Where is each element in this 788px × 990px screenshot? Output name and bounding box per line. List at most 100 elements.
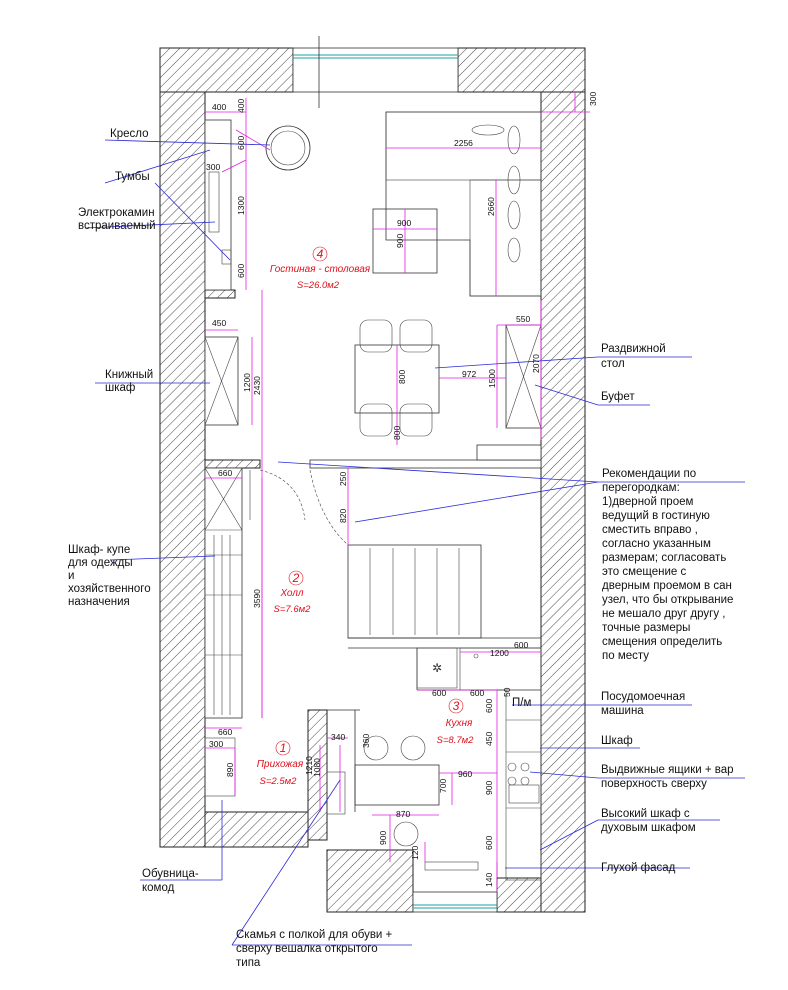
dim-label: 2660 (486, 197, 496, 216)
left-callouts: Кресло Тумбы Электрокамин встраиваемый К… (68, 128, 393, 969)
dim-label: 300 (588, 92, 598, 106)
dim-label: 660 (218, 727, 232, 737)
dim-label: 890 (225, 763, 235, 777)
label-shkaf-kupe-4: хозяйственного (68, 583, 151, 595)
label-elektrokamin-1: Электрокамин (78, 207, 155, 219)
leader-lines (84, 139, 745, 946)
dim-label: 360 (361, 734, 371, 748)
label-posudomoechnaya-1: Посудомоечная (601, 691, 685, 703)
living-furniture (204, 111, 542, 437)
room-1-name: Прихожая (257, 759, 304, 770)
rec-line-6: согласно указанным (602, 538, 711, 550)
rec-line-5: сместить вправо , (602, 524, 698, 536)
dim-label: 600 (484, 699, 494, 713)
dim-label: 600 (236, 136, 246, 150)
label-obuvnitsa-2: комод (142, 882, 175, 894)
dim-label: 400 (236, 99, 246, 113)
dim-label: 1200 (490, 648, 509, 658)
svg-text:✲: ✲ (432, 661, 442, 675)
room-1-area: S=2.5м2 (260, 776, 298, 787)
dim-label: 1080 (312, 758, 322, 777)
dimension-labels: 300 400 400 600 300 1300 600 2256 2660 9… (206, 92, 598, 887)
room-1-label: 1 Прихожая S=2.5м2 (257, 740, 304, 787)
dim-label: 870 (396, 809, 410, 819)
dim-label: 660 (218, 468, 232, 478)
rec-line-7: размерам; согласовать (602, 552, 726, 564)
label-glukhoy: Глухой фасад (601, 862, 676, 874)
dim-label: 2070 (531, 354, 541, 373)
label-knizhny-1: Книжный (105, 369, 153, 381)
dim-label: 3590 (252, 589, 262, 608)
label-skamya-3: типа (236, 957, 261, 969)
dim-label: 900 (378, 831, 388, 845)
dimension-lines (205, 92, 590, 892)
room-2-label: 2 Холл S=7.6м2 (274, 570, 312, 615)
dim-label: 900 (397, 218, 411, 228)
label-tumby: Тумбы (115, 171, 150, 183)
rec-line-11: не мешало друг другу , (602, 608, 725, 620)
dim-label: 600 (470, 688, 484, 698)
dim-label: 972 (462, 369, 476, 379)
rec-line-1: Рекомендации по (602, 468, 696, 480)
rec-line-4: ведущий в гостиную (602, 510, 710, 522)
right-callouts: Раздвижной стол Буфет Рекомендации по пе… (601, 343, 734, 874)
dim-label: 400 (212, 102, 226, 112)
top-window (292, 36, 459, 108)
rec-line-9: дверным проемом в сан (602, 580, 732, 592)
rec-line-8: это смещение с (602, 566, 686, 578)
room-4-label: 4 Гостиная - столовая S=26.0м2 (270, 246, 371, 291)
dim-label: 2256 (454, 138, 473, 148)
dim-label: 340 (331, 732, 345, 742)
hall-furniture (204, 467, 482, 719)
label-shkaf-kupe-2: для одежды (68, 557, 133, 569)
partitions (309, 444, 542, 812)
dim-label: 2430 (252, 376, 262, 395)
dim-label: 300 (206, 162, 220, 172)
dim-label: 800 (392, 426, 402, 440)
label-vysoky-1: Высокий шкаф с (601, 808, 690, 820)
dim-label: 1210 (304, 756, 314, 775)
dim-label: 1500 (487, 369, 497, 388)
label-elektrokamin-2: встраиваемый (78, 220, 156, 232)
label-obuvnitsa-1: Обувница- (142, 868, 199, 880)
pm-label: П/м (512, 697, 531, 709)
walls (159, 47, 586, 913)
rec-line-14: по месту (602, 650, 649, 662)
room-4-area: S=26.0м2 (297, 280, 340, 291)
room-3-name: Кухня (446, 718, 473, 729)
dim-label: 820 (338, 509, 348, 523)
dim-label: 600 (484, 836, 494, 850)
dim-label: 960 (458, 769, 472, 779)
dim-label: 600 (236, 264, 246, 278)
rec-line-12: точные размеры (602, 622, 690, 634)
label-vydvizhnye-1: Выдвижные ящики + вар (601, 764, 734, 776)
room-1-number: 1 (280, 741, 287, 755)
label-shkaf-kupe-3: и (68, 570, 74, 582)
dim-label: 900 (484, 781, 494, 795)
dim-label: 550 (516, 314, 530, 324)
label-razdvizhnoy-2: стол (601, 358, 625, 370)
dim-label: 1200 (242, 373, 252, 392)
label-shkaf: Шкаф (601, 735, 633, 747)
rec-line-3: 1)дверной проем (602, 496, 693, 508)
label-kreslo: Кресло (110, 128, 148, 140)
label-razdvizhnoy-1: Раздвижной (601, 343, 666, 355)
bottom-window (412, 891, 498, 913)
dim-label: 300 (209, 739, 223, 749)
label-shkaf-kupe-1: Шкаф- купе (68, 544, 130, 556)
label-skamya-1: Скамья с полкой для обуви + (236, 929, 393, 941)
room-4-name: Гостиная - столовая (270, 264, 371, 275)
dim-label: 140 (484, 873, 494, 887)
room-2-area: S=7.6м2 (274, 604, 312, 615)
label-vydvizhnye-2: поверхность сверху (601, 778, 707, 790)
room-4-number: 4 (317, 247, 324, 261)
label-vysoky-2: духовым шкафом (601, 822, 696, 834)
dim-label: 120 (410, 846, 420, 860)
label-shkaf-kupe-5: назначения (68, 596, 130, 608)
dim-label: 1300 (236, 196, 246, 215)
label-knizhny-2: шкаф (105, 382, 135, 394)
dim-label: 800 (397, 370, 407, 384)
dim-label: 450 (484, 732, 494, 746)
